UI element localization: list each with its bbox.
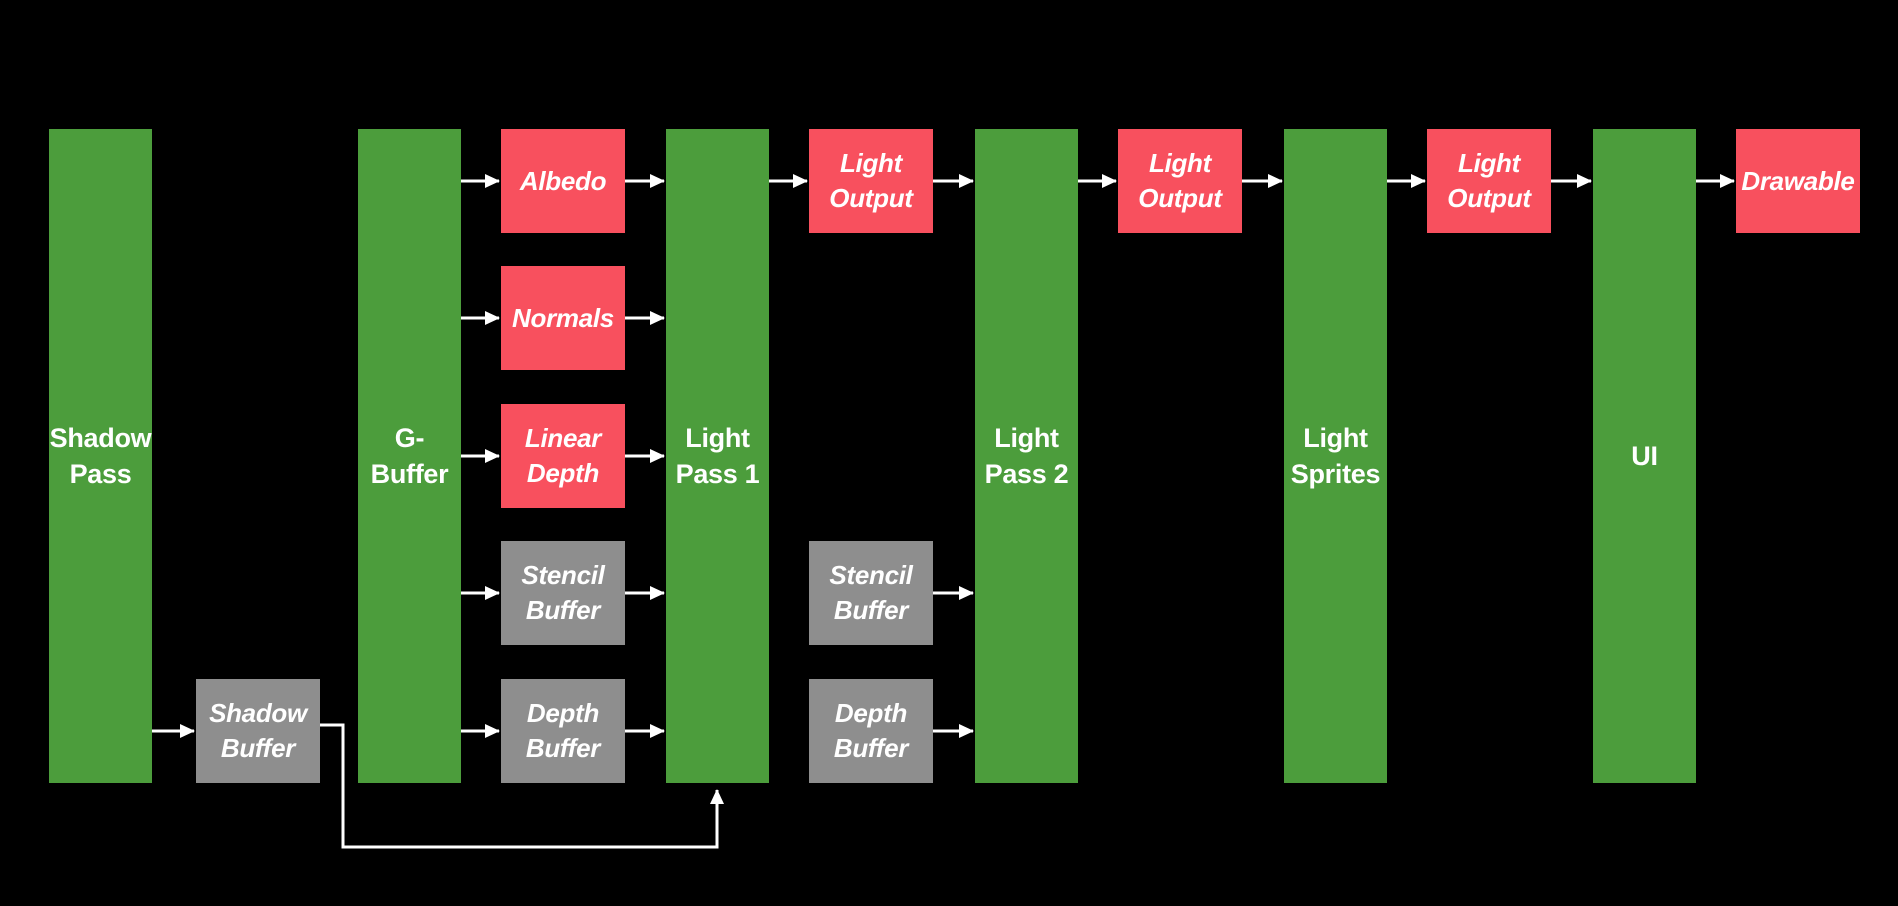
node-label: Stencil Buffer [521,560,605,625]
node-depth-buffer-2: Depth Buffer [809,679,933,783]
node-albedo: Albedo [501,129,625,233]
node-label: Albedo [519,165,607,196]
node-label: Light Output [1447,148,1531,213]
pass-bar-light-pass-1: Light Pass 1 [666,129,769,783]
node-label: Stencil Buffer [829,560,913,625]
arrow-shadow-buffer-to-light-pass-1 [320,723,724,849]
pass-label: Light Pass 2 [984,423,1069,489]
node-normals: Normals [501,266,625,370]
node-linear-depth: Linear Depth [501,404,625,508]
pass-bar-ui: UI [1593,129,1696,783]
pass-label: Light Sprites [1290,423,1381,489]
node-label: Normals [512,302,614,333]
pass-bar-light-sprites: Light Sprites [1284,129,1387,783]
pass-label: Light Pass 1 [675,423,760,489]
node-label: Light Output [1138,148,1222,213]
pass-bar-g-buffer: G-Buffer [358,129,461,783]
node-light-output-3: Light Output [1427,129,1551,233]
node-light-output-2: Light Output [1118,129,1242,233]
node-label: Drawable [1741,165,1855,196]
node-drawable: Drawable [1736,129,1860,233]
node-stencil-buffer-2: Stencil Buffer [809,541,933,645]
pass-label: G-Buffer [370,423,449,489]
pass-bar-light-pass-2: Light Pass 2 [975,129,1078,783]
node-label: Shadow Buffer [209,698,307,763]
node-shadow-buffer: Shadow Buffer [196,679,320,783]
node-stencil-buffer-1: Stencil Buffer [501,541,625,645]
node-light-output-1: Light Output [809,129,933,233]
pass-label: UI [1631,441,1658,471]
pass-bar-shadow-pass: Shadow Pass [49,129,152,783]
node-depth-buffer-1: Depth Buffer [501,679,625,783]
node-label: Linear Depth [524,423,602,488]
node-label: Light Output [829,148,913,213]
node-label: Depth Buffer [833,698,909,763]
pass-label: Shadow Pass [49,423,152,489]
node-label: Depth Buffer [525,698,601,763]
